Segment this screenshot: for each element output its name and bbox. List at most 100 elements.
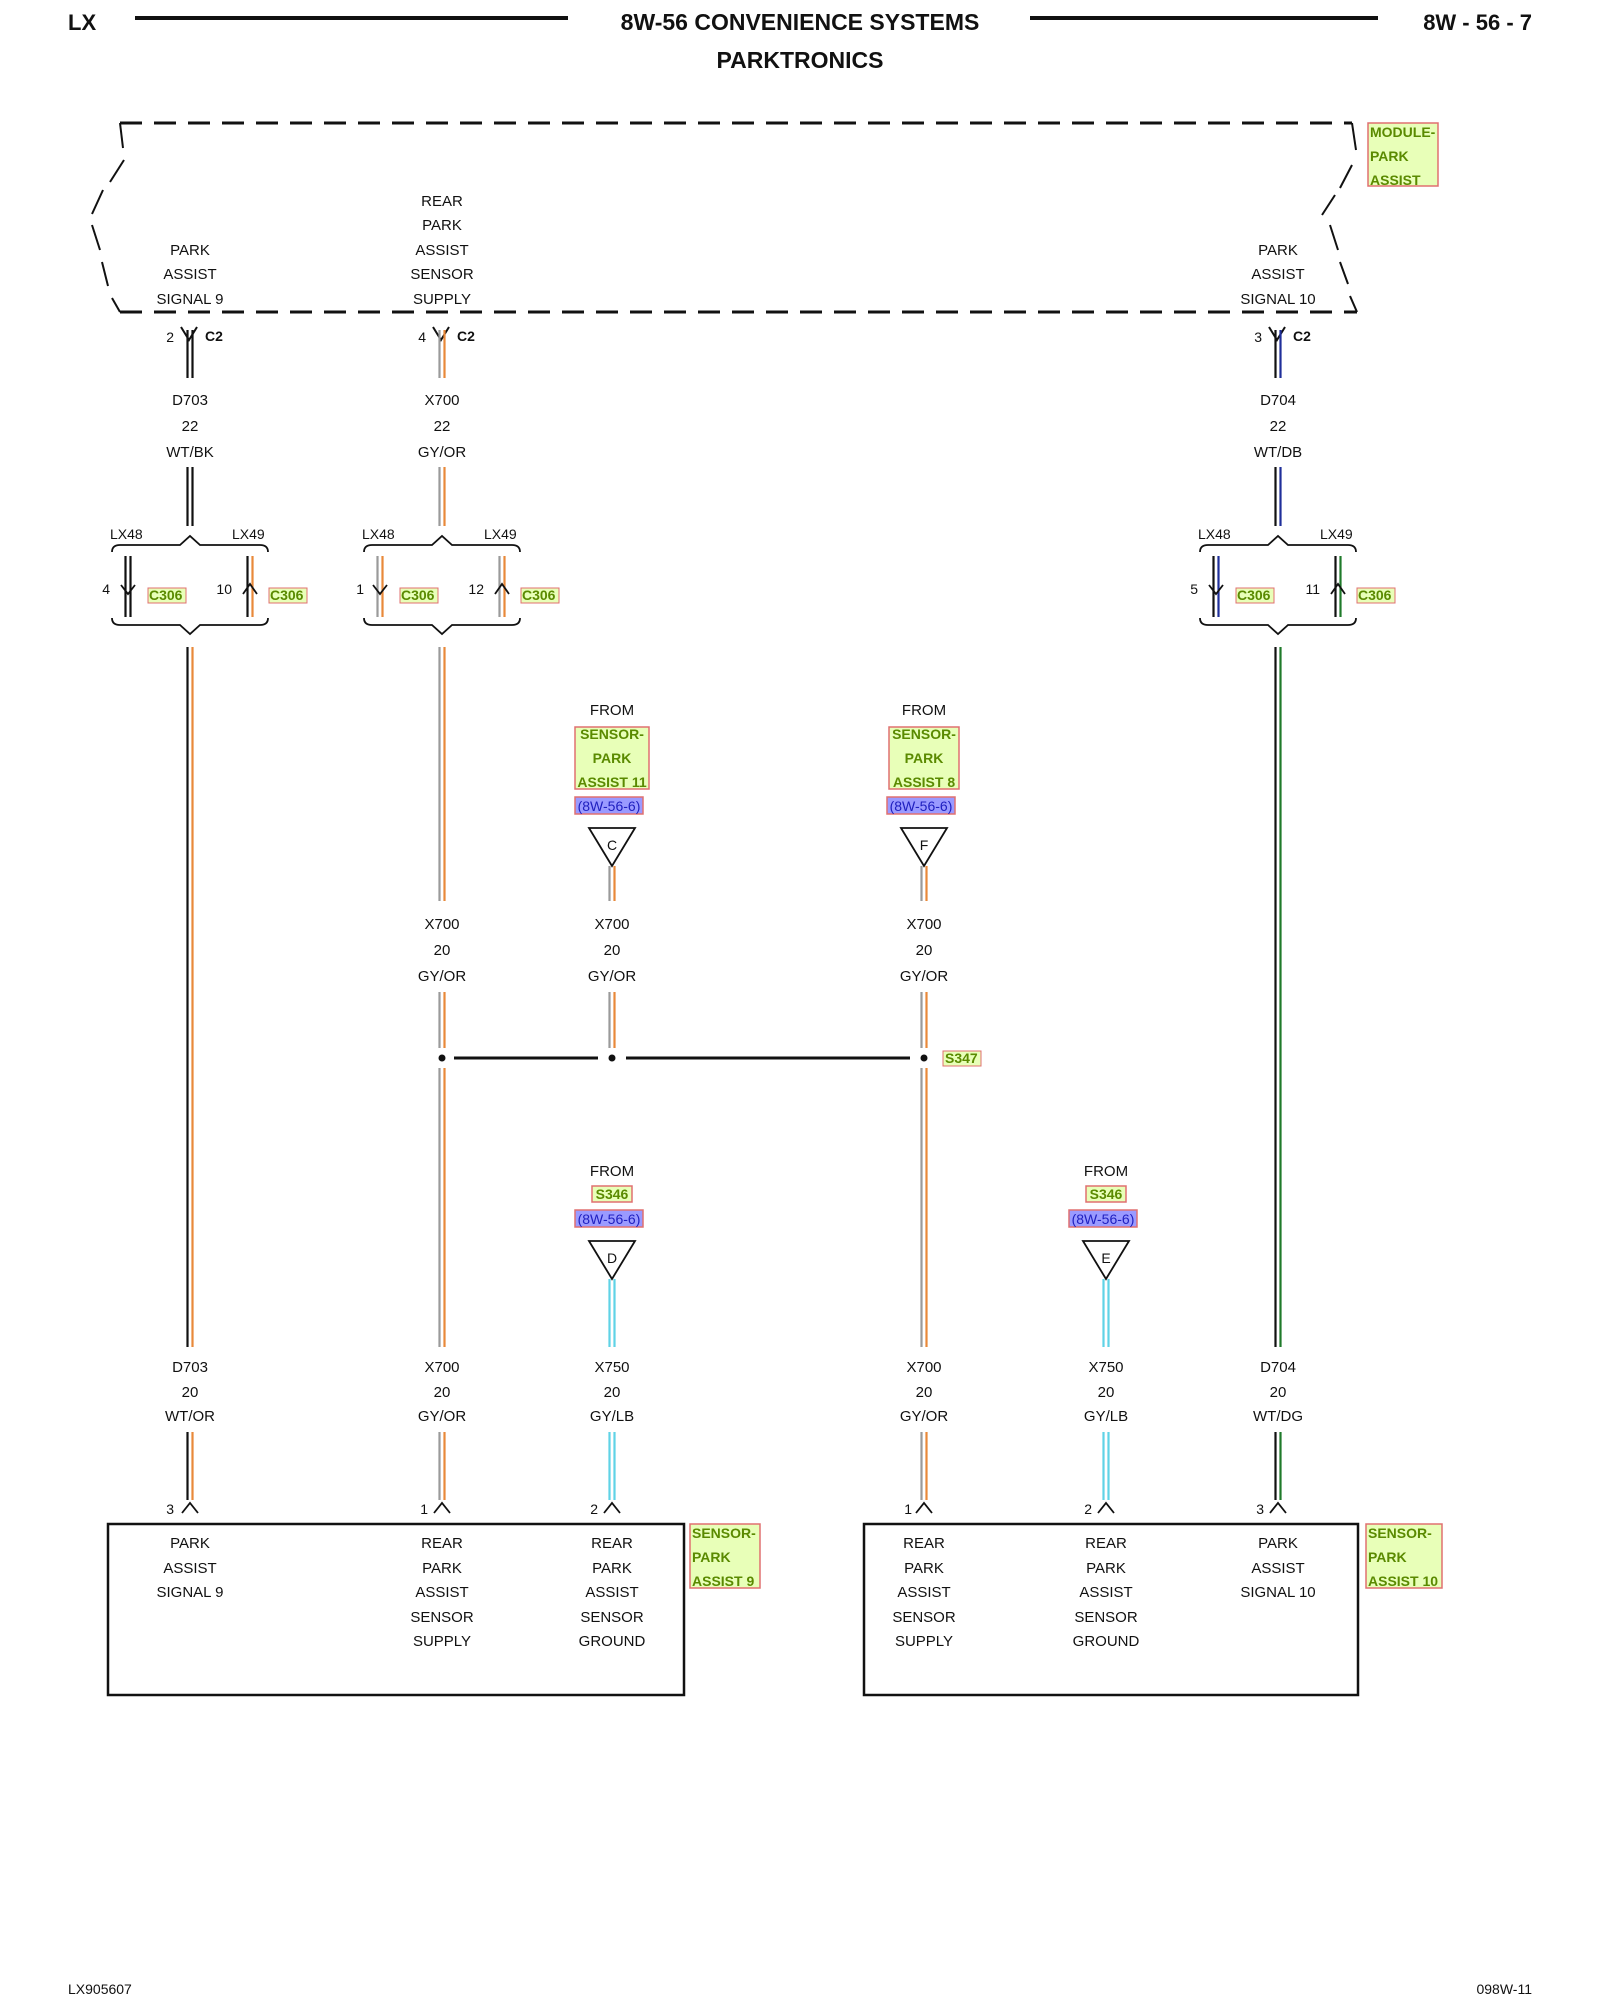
- wire-gauge: 22: [434, 418, 451, 435]
- wire-color: WT/DB: [1254, 444, 1302, 461]
- wire-color: WT/DG: [1253, 1408, 1303, 1425]
- female-terminal-icon: [120, 584, 136, 596]
- from-name-line: SENSOR-: [580, 726, 644, 742]
- pin-function-line: GROUND: [1073, 1633, 1140, 1650]
- male-terminal-icon: [494, 582, 510, 595]
- wire-gauge: 20: [1098, 1384, 1115, 1401]
- component-name-line: ASSIST 10: [1368, 1573, 1438, 1589]
- wire-circuit: X700: [906, 916, 941, 933]
- connector-highlight: [1356, 587, 1396, 604]
- from-name-line: SENSOR-: [892, 726, 956, 742]
- pin-function-line: REAR: [421, 193, 463, 210]
- pin-number: 2: [590, 1501, 598, 1517]
- pin-number: 5: [1190, 581, 1198, 597]
- wire-circuit: D704: [1260, 1359, 1296, 1376]
- connector-name: C306: [149, 587, 183, 603]
- pin-function-line: PARK: [170, 242, 210, 259]
- from-name-line: S346: [596, 1186, 629, 1202]
- page-subtitle: PARKTRONICS: [717, 47, 884, 73]
- pin-number: 3: [1256, 1501, 1264, 1517]
- splice-node: [438, 1054, 446, 1062]
- wire-circuit: X700: [594, 916, 629, 933]
- page-title: 8W-56 CONVENIENCE SYSTEMS: [621, 9, 980, 35]
- component-name-highlight: [689, 1523, 761, 1589]
- wire-gauge: 20: [604, 1384, 621, 1401]
- module-park-assist: MODULE- PARK ASSIST: [91, 121, 1439, 314]
- page-ref-badge[interactable]: [886, 796, 956, 815]
- wire-gauge: 20: [434, 1384, 451, 1401]
- pin-function-line: PARK: [170, 1535, 210, 1552]
- wire-circuit: D703: [172, 1359, 208, 1376]
- lower-wire-labels: D703 20 WT/OR X700 20 GY/OR X750 20 GY/L…: [165, 1359, 1303, 1425]
- pin-number: 12: [468, 581, 484, 597]
- component-name-line: SENSOR-: [1368, 1525, 1432, 1541]
- male-terminal-icon: [1269, 1501, 1287, 1514]
- from-label: FROM: [590, 702, 634, 719]
- male-terminal-icon: [242, 582, 258, 595]
- pin-function-line: GROUND: [579, 1633, 646, 1650]
- page-footer: LX905607 098W-11: [68, 1981, 1532, 1997]
- pin-function-line: PARK: [422, 217, 462, 234]
- page-ref-link[interactable]: (8W-56-6): [578, 798, 641, 814]
- from-ref-sensor-park-assist-11: FROM SENSOR- PARK ASSIST 11 (8W-56-6) C: [574, 702, 650, 868]
- inline-connector-2: LX48 LX49 1 C306 12 C306: [356, 526, 560, 636]
- page-header: LX 8W-56 CONVENIENCE SYSTEMS PARKTRONICS…: [68, 9, 1532, 73]
- connector-highlight: [1235, 587, 1275, 604]
- sensor-park-assist-9: 3 1 2 PARK ASSIST SIGNAL 9 REAR PARK ASS…: [106, 1501, 761, 1697]
- pin-function-line: REAR: [591, 1535, 633, 1552]
- pin-number: 1: [904, 1501, 912, 1517]
- pin-function-line: SUPPLY: [895, 1633, 953, 1650]
- splice-name: S347: [945, 1050, 978, 1066]
- splice-node: [920, 1054, 928, 1062]
- component-name-line: ASSIST 9: [692, 1573, 754, 1589]
- female-terminal-icon: [1268, 326, 1286, 342]
- footer-left: LX905607: [68, 1981, 132, 1997]
- pin-number: 4: [102, 581, 110, 597]
- pin-function-line: SIGNAL 9: [157, 291, 224, 308]
- page-ref-badge[interactable]: [1068, 1209, 1138, 1228]
- inline-label-left: LX48: [110, 526, 143, 542]
- male-terminal-icon: [1330, 582, 1346, 595]
- component-name-line: PARK: [1368, 1549, 1407, 1565]
- wire-color: GY/OR: [418, 968, 467, 985]
- off-page-letter: D: [607, 1250, 617, 1266]
- off-page-letter: E: [1101, 1250, 1110, 1266]
- pin-function-line: SIGNAL 9: [157, 1584, 224, 1601]
- page-ref-link[interactable]: (8W-56-6): [890, 798, 953, 814]
- inline-label-left: LX48: [1198, 526, 1231, 542]
- pin-function-line: PARK: [1258, 242, 1298, 259]
- connector-highlight: [520, 587, 560, 604]
- module-connector-c2: 2 C2 4 C2 3 C2: [166, 326, 1311, 345]
- pin-number: 1: [356, 581, 364, 597]
- pin-function-line: ASSIST: [1251, 266, 1304, 283]
- pin-function-line: ASSIST: [415, 242, 468, 259]
- page-ref-badge[interactable]: [574, 796, 644, 815]
- component-name-line: SENSOR-: [692, 1525, 756, 1541]
- inline-label-right: LX49: [1320, 526, 1353, 542]
- pin-function-line: SUPPLY: [413, 291, 471, 308]
- pin-function-line: SENSOR: [892, 1609, 956, 1626]
- inline-connector-3: LX48 LX49 5 C306 11 C306: [1190, 526, 1396, 636]
- page-ref-link[interactable]: (8W-56-6): [1072, 1211, 1135, 1227]
- pin-function-line: SIGNAL 10: [1240, 1584, 1315, 1601]
- male-terminal-icon: [1097, 1501, 1115, 1514]
- pin-function-line: SENSOR: [580, 1609, 644, 1626]
- inline-label-right: LX49: [484, 526, 517, 542]
- wire-gauge: 22: [182, 418, 199, 435]
- wire-color: GY/OR: [418, 1408, 467, 1425]
- footer-right: 098W-11: [1476, 1981, 1532, 1997]
- pin-function-line: REAR: [1085, 1535, 1127, 1552]
- connector-name: C306: [1358, 587, 1392, 603]
- connector-name: C306: [401, 587, 435, 603]
- wire-color: GY/OR: [418, 444, 467, 461]
- page-ref-badge[interactable]: [574, 1209, 644, 1228]
- page-ref-link[interactable]: (8W-56-6): [578, 1211, 641, 1227]
- pin-function-line: SIGNAL 10: [1240, 291, 1315, 308]
- module-pin-labels: PARK ASSIST SIGNAL 9 REAR PARK ASSIST SE…: [157, 193, 1316, 308]
- pin-function-line: PARK: [1258, 1535, 1298, 1552]
- connector-name: C2: [1293, 328, 1311, 344]
- pin-function-line: PARK: [1086, 1560, 1126, 1577]
- off-page-connector-icon: [1081, 1240, 1131, 1281]
- wire-color: GY/OR: [900, 968, 949, 985]
